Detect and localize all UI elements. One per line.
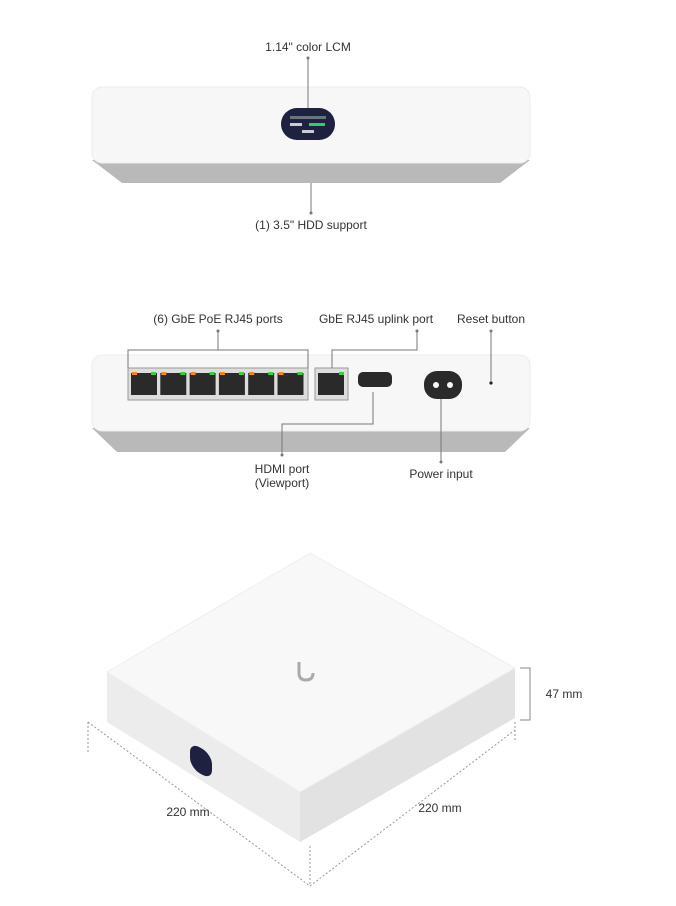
unifi-logo [297,662,315,682]
poe-port-led-green [151,372,156,375]
poe-port [189,373,216,395]
poe-port [131,373,157,395]
height-dimension: 47 mm [545,687,583,701]
poe-port [160,373,187,395]
poe-port [218,373,245,395]
poe-port-led-green [209,372,215,375]
poe-port-led-green [238,372,244,375]
rear-view-device [91,329,531,464]
poe-port [248,373,275,395]
poe-port-led-orange [190,372,196,375]
isometric-device [87,552,531,887]
lcm-label: 1.14" color LCM [265,40,351,54]
poe-port-led-orange [249,372,255,375]
hdd-label: (1) 3.5" HDD support [255,218,367,232]
hdmi-label-line2: (Viewport) [254,476,310,490]
poe-port-led-orange [132,372,137,375]
hdmi-label-line1: HDMI port [254,462,310,476]
hdmi-label: HDMI port (Viewport) [255,462,310,490]
front-view-device [91,56,531,215]
lcm-screen-iso [190,745,212,777]
power-label: Power input [409,467,473,481]
poe-port-led-green [268,372,274,375]
poe-port-led-orange [219,372,225,375]
poe-port [277,373,304,395]
poe-port-led-orange [161,372,167,375]
height-bracket [520,667,531,721]
reset-label: Reset button [456,312,526,326]
poe-port-led-green [180,372,186,375]
depth-dimension: 220 mm [418,801,462,815]
poe-ports-label: (6) GbE PoE RJ45 ports [153,312,283,326]
poe-port-led-green [297,372,303,375]
poe-port-led-orange [278,372,284,375]
hdmi-port [358,372,392,387]
lcm-screen [281,108,335,140]
uplink-label: GbE RJ45 uplink port [318,312,434,326]
width-dimension: 220 mm [166,805,210,819]
reset-button [489,381,493,385]
power-input [424,371,462,399]
